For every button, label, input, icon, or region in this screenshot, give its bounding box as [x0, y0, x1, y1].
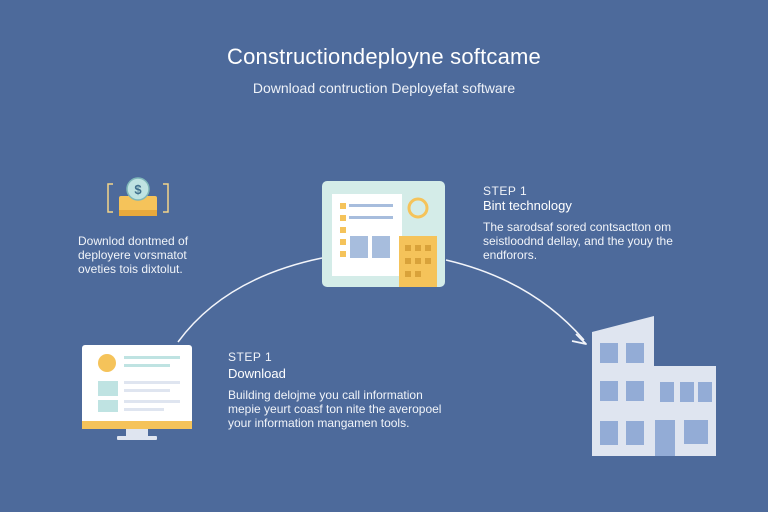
- left-note-line: Downlod dontmed of: [78, 234, 189, 248]
- page-title: Constructiondeployne softcame: [227, 44, 541, 69]
- desktop-monitor-icon: [82, 345, 192, 440]
- step-top-line: endforors.: [483, 248, 538, 262]
- step-top-line: The sarodsaf sored contsactton om: [483, 220, 672, 234]
- step-bottom-line: Building delojme you call information: [228, 388, 423, 402]
- step-bottom-line: mepie yeurt coasf ton nite the averopoel: [228, 402, 442, 416]
- step-top-label: STEP 1: [483, 184, 528, 198]
- dollar-money-icon: $: [107, 177, 169, 216]
- step-top-title: Bint technology: [483, 198, 572, 213]
- step-top-description: The sarodsaf sored contsactton om seistl…: [483, 220, 673, 262]
- svg-text:$: $: [134, 182, 142, 197]
- step-bottom-description: Building delojme you call information me…: [228, 388, 441, 430]
- page-subtitle: Download contruction Deployefat software: [252, 80, 516, 96]
- step-bottom-label: STEP 1: [228, 350, 273, 364]
- dashboard-window-icon: [322, 181, 445, 287]
- left-note-line: oveties tois dixtolut.: [78, 262, 183, 276]
- step-bottom-title: Download: [228, 366, 286, 381]
- step-bottom-line: your information mangamen tools.: [228, 416, 410, 430]
- left-note-line: deployere vorsmatot: [78, 248, 187, 262]
- flow-arrow-icon: [177, 257, 587, 345]
- office-building-icon: [592, 316, 716, 456]
- step-top-line: seistloodnd dellay, and the youy the: [483, 234, 673, 248]
- left-note: Downlod dontmed of deployere vorsmatot o…: [78, 234, 188, 276]
